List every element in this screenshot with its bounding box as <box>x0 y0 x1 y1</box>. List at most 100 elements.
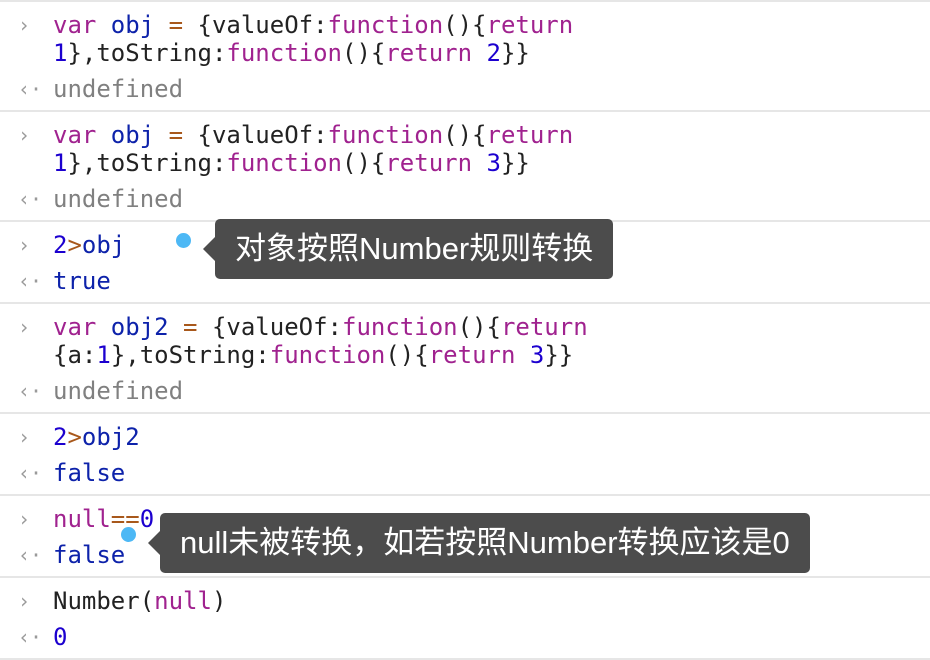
code-token: 2 <box>53 423 68 451</box>
code-token: 0 <box>53 623 68 651</box>
console-input-line[interactable]: ›null==0 <box>0 505 930 533</box>
code-token: undefined <box>53 377 184 405</box>
code-token: 3 <box>529 341 545 369</box>
annotation-dot <box>121 527 136 542</box>
console-input-line[interactable]: › 2>obj <box>0 231 930 259</box>
code-token: 2 <box>53 231 68 259</box>
code-token: return <box>500 313 588 341</box>
code-token: ) <box>211 587 227 615</box>
code-token: },toString: <box>67 149 227 177</box>
output-arrow-icon: ‹· <box>18 625 43 649</box>
code-token: return <box>486 11 574 39</box>
input-prompt-icon: › <box>18 425 31 449</box>
code-token: > <box>67 423 82 451</box>
code-token: (){ <box>342 39 386 67</box>
code-token: null <box>53 505 111 533</box>
code-token: null <box>154 587 212 615</box>
code-token: {a: <box>53 341 97 369</box>
code-token: function <box>327 121 444 149</box>
code-token: obj <box>110 11 169 39</box>
console-entry: ›2>obj2‹·false <box>0 412 930 494</box>
code-token: (){ <box>443 11 487 39</box>
annotation-tooltip: 对象按照Number规则转换 <box>202 219 614 279</box>
console-input-line[interactable]: ›2>obj2 <box>0 423 930 451</box>
code-token: var <box>53 313 111 341</box>
code-token: return <box>385 149 487 177</box>
output-arrow-icon: ‹· <box>18 379 43 403</box>
code-token: undefined <box>53 75 184 103</box>
console-entry: › Number(null) ‹· 0 <box>0 576 930 660</box>
code-token: },toString: <box>110 341 270 369</box>
console-entry: ›null==0‹·false <box>0 494 930 576</box>
output-arrow-icon: ‹· <box>18 269 43 293</box>
code-token: return <box>428 341 530 369</box>
code-token: function <box>226 39 342 67</box>
console-input-line[interactable]: › Number(null) <box>0 587 930 615</box>
annotation-tooltip: null未被转换，如若按照Number转换应该是0 <box>148 513 810 573</box>
code-token: = <box>168 11 198 39</box>
console-output: ‹· 0 <box>0 623 930 651</box>
code-token: obj2 <box>110 313 184 341</box>
code-token: > <box>67 231 82 259</box>
console-output: ‹· false <box>0 459 930 487</box>
console-input-line[interactable]: › var obj2 = {valueOf:function(){return <box>0 313 930 341</box>
output-arrow-icon: ‹· <box>18 187 43 211</box>
code-token: 0 <box>139 505 155 533</box>
code-token: }} <box>500 39 530 67</box>
output-arrow-icon: ‹· <box>18 543 43 567</box>
code-token: function <box>327 11 444 39</box>
code-token: false <box>53 459 126 487</box>
code-token: = <box>168 121 198 149</box>
code-token: obj <box>110 121 169 149</box>
code-token: = <box>183 313 212 341</box>
input-prompt-icon: › <box>18 233 31 257</box>
code-token: 1 <box>53 39 68 67</box>
input-prompt-icon: › <box>18 123 31 147</box>
console-output: ‹· true <box>0 267 930 295</box>
code-token: var <box>53 11 111 39</box>
code-token: obj <box>81 231 126 259</box>
code-token: {valueOf: <box>211 313 342 341</box>
console-output: ‹· undefined <box>0 75 930 103</box>
console-output: ‹· undefined <box>0 185 930 213</box>
code-token: 1 <box>96 341 111 369</box>
code-token: {valueOf: <box>197 11 328 39</box>
code-token: undefined <box>53 185 184 213</box>
input-prompt-icon: › <box>18 507 31 531</box>
code-token: Number( <box>53 587 155 615</box>
code-token: 3 <box>486 149 501 177</box>
console-input-line[interactable]: 1},toString:function(){return 2}} <box>0 39 930 67</box>
code-token: {valueOf: <box>197 121 328 149</box>
console-entry: ›var obj2 = {valueOf:function(){return{a… <box>0 302 930 412</box>
code-token: (){ <box>342 149 386 177</box>
console-input-line[interactable]: › var obj = {valueOf:function(){return <box>0 11 930 39</box>
code-token: function <box>342 313 458 341</box>
input-prompt-icon: › <box>18 315 31 339</box>
code-token: }} <box>500 149 530 177</box>
console-input-line[interactable]: 1},toString:function(){return 3}} <box>0 149 930 177</box>
output-arrow-icon: ‹· <box>18 461 43 485</box>
code-token: (){ <box>443 121 487 149</box>
code-token: true <box>53 267 111 295</box>
output-arrow-icon: ‹· <box>18 77 43 101</box>
console-output: ‹· false <box>0 541 930 569</box>
code-token: (){ <box>385 341 429 369</box>
code-token: function <box>269 341 386 369</box>
code-token: (){ <box>457 313 501 341</box>
code-token: function <box>226 149 342 177</box>
input-prompt-icon: › <box>18 13 31 37</box>
console-output: ‹· undefined <box>0 377 930 405</box>
annotation-dot <box>176 233 191 248</box>
code-token: 1 <box>53 149 68 177</box>
code-token: false <box>53 541 126 569</box>
code-token: return <box>385 39 487 67</box>
input-prompt-icon: › <box>18 589 31 613</box>
console-input-line[interactable]: › var obj = {valueOf:function(){return <box>0 121 930 149</box>
console-input-line[interactable]: {a:1},toString:function(){return 3}} <box>0 341 930 369</box>
code-token: return <box>486 121 574 149</box>
code-token: var <box>53 121 111 149</box>
code-token: 2 <box>486 39 501 67</box>
